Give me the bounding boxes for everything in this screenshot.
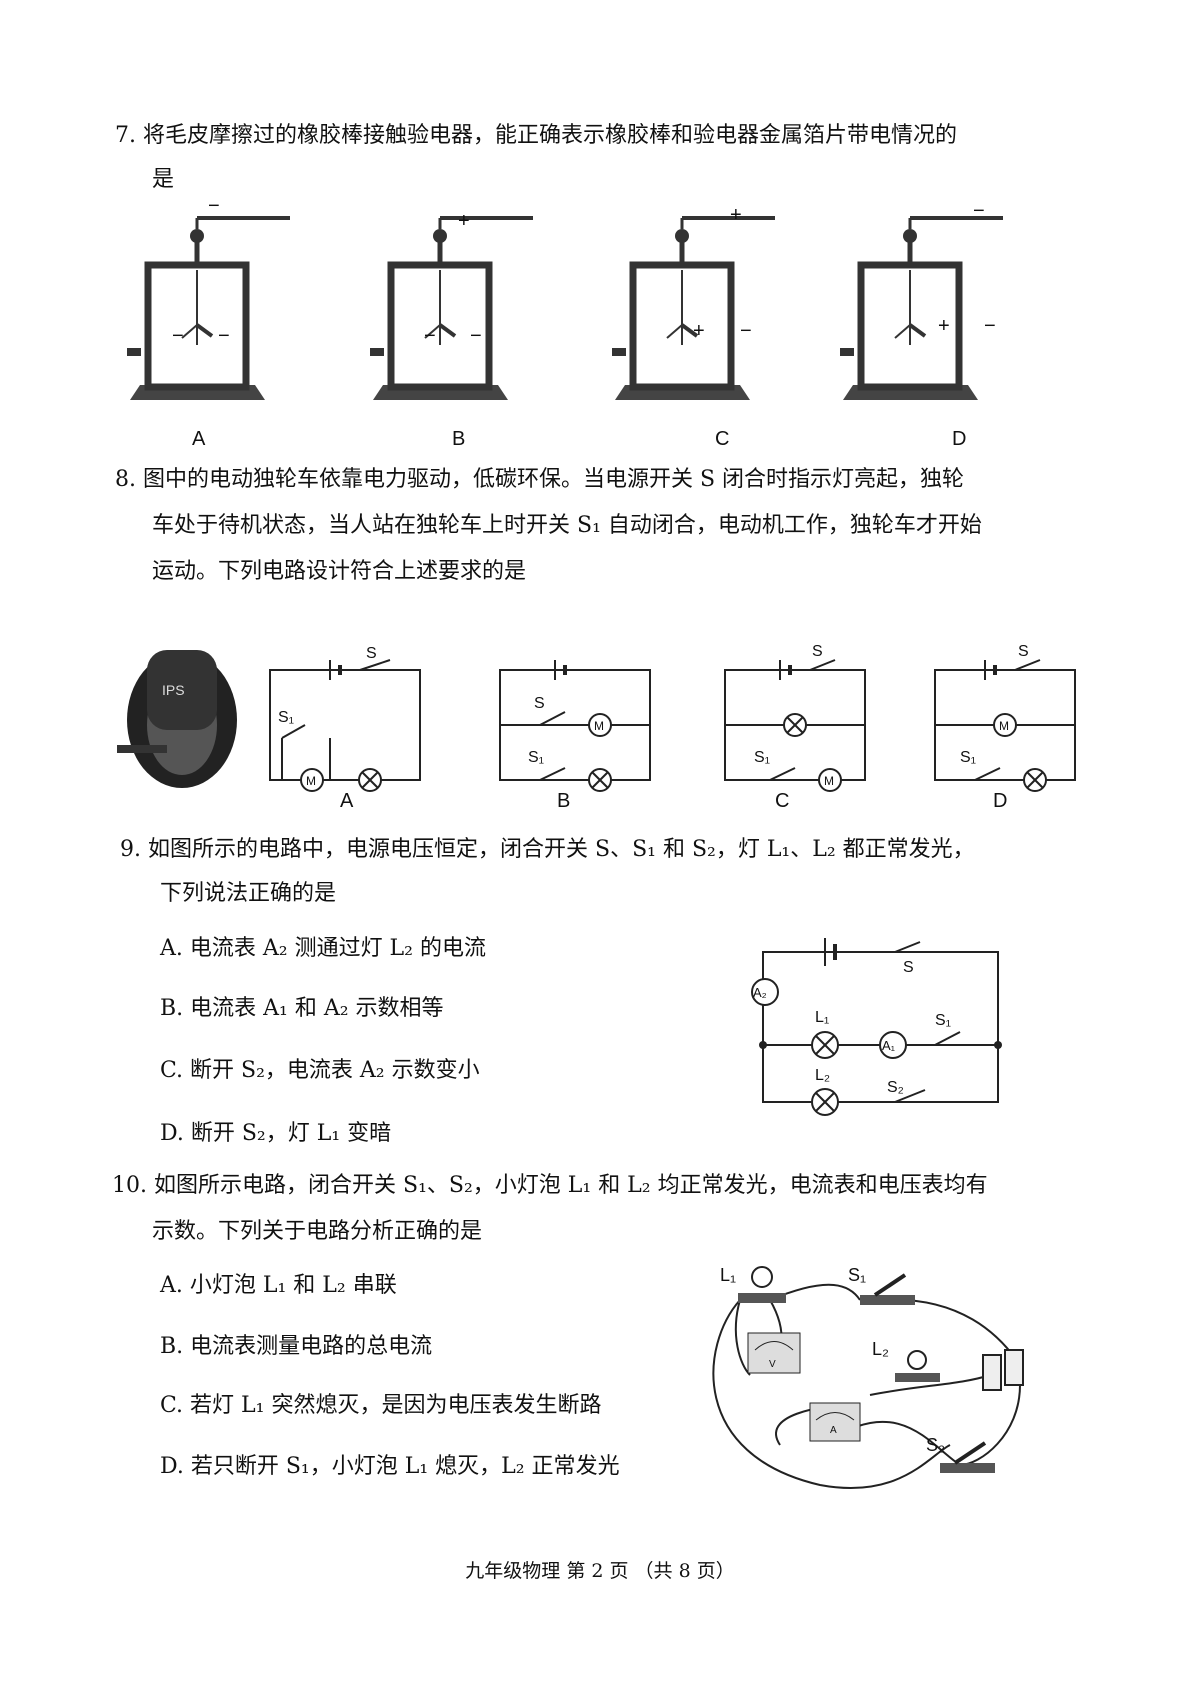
q7-a-right-charge: − (218, 325, 230, 347)
q9-label-s: S (903, 959, 914, 976)
q7-b-left-charge: − (424, 325, 436, 347)
q8-b-motor: M (594, 719, 604, 733)
q10-label-s2: S₂ (926, 1435, 945, 1455)
q9-text-1: 如图所示的电路中，电源电压恒定，闭合开关 S、S₁ 和 S₂，灯 L₁、L₂ 都… (148, 837, 975, 862)
q8-line3: 运动。下列电路设计符合上述要求的是 (152, 559, 527, 584)
unicycle-brand: IPS (162, 682, 185, 698)
q7-b-rod-charge: + (458, 210, 470, 232)
q7-option-d: D (952, 428, 967, 450)
q8-c-s1: S₁ (754, 749, 770, 766)
q9-number: 9. (120, 837, 141, 862)
q7-option-b: B (452, 428, 466, 450)
q7-b-right-charge: − (470, 325, 482, 347)
q10-voltmeter-v: V (769, 1359, 776, 1370)
q9-circuit: S A₂ L₁ A₁ S₁ L₂ S₂ (751, 938, 1002, 1116)
q10-text-1: 如图所示电路，闭合开关 S₁、S₂，小灯泡 L₁ 和 L₂ 均正常发光，电流表和… (154, 1173, 988, 1198)
q7-a-left-charge: − (172, 325, 184, 347)
q9-option-b: B. 电流表 A₁ 和 A₂ 示数相等 (160, 996, 444, 1021)
unicycle-image: IPS (117, 650, 237, 788)
q9-label-l1: L₁ (815, 1009, 829, 1026)
q8-option-c: C (775, 790, 790, 812)
q8-line2: 车处于待机状态，当人站在独轮车上时开关 S₁ 自动闭合，电动机工作，独轮车才开始 (152, 513, 982, 538)
q7-line2: 是 (152, 167, 175, 192)
q8-circuits: S S₁ M S S₁ M S S₁ M S S₁ M (269, 643, 1076, 792)
q9-option-d: D. 断开 S₂，灯 L₁ 变暗 (160, 1121, 392, 1146)
q9-line2: 下列说法正确的是 (160, 881, 337, 906)
q10-number: 10. (112, 1173, 147, 1198)
q9-label-a1: A₁ (882, 1038, 896, 1053)
q9-label-l2: L₂ (815, 1067, 830, 1084)
q10-line2: 示数。下列关于电路分析正确的是 (152, 1219, 483, 1244)
q8-a-s1: S₁ (278, 709, 294, 726)
q8-d-s1: S₁ (960, 749, 976, 766)
q8-d-s: S (1018, 643, 1029, 660)
q7-line1: 7. 将毛皮摩擦过的橡胶棒接触验电器，能正确表示橡胶棒和验电器金属箔片带电情况的 (115, 122, 957, 150)
q9-label-s1: S₁ (935, 1012, 951, 1029)
q8-c-s: S (812, 643, 823, 660)
q9-option-a: A. 电流表 A₂ 测通过灯 L₂ 的电流 (160, 936, 486, 961)
q10-label-s1: S₁ (848, 1265, 866, 1285)
q8-number: 8. (115, 467, 136, 492)
q7-option-c: C (715, 428, 730, 450)
q10-option-d: D. 若只断开 S₁，小灯泡 L₁ 熄灭，L₂ 正常发光 (160, 1454, 620, 1479)
q8-line1: 8. 图中的电动独轮车依靠电力驱动，低碳环保。当电源开关 S 闭合时指示灯亮起，… (115, 466, 964, 494)
q10-label-l2: L₂ (872, 1339, 889, 1359)
q8-b-s1: S₁ (528, 749, 544, 766)
q7-d-right-charge: − (984, 315, 996, 337)
q10-option-b: B. 电流表测量电路的总电流 (160, 1334, 433, 1359)
q8-option-a: A (340, 790, 354, 812)
q9-option-c: C. 断开 S₂，电流表 A₂ 示数变小 (160, 1058, 480, 1083)
q8-a-motor: M (306, 774, 316, 788)
q10-label-l1: L₁ (720, 1265, 736, 1285)
q10-line1: 10. 如图所示电路，闭合开关 S₁、S₂，小灯泡 L₁ 和 L₂ 均正常发光，… (112, 1172, 988, 1200)
q10-ammeter-a: A (830, 1425, 837, 1436)
q8-a-s: S (366, 645, 377, 662)
q8-option-b: B (557, 790, 571, 812)
page-footer: 九年级物理 第 2 页 （共 8 页） (465, 1560, 735, 1582)
q7-d-rod-charge: − (973, 200, 985, 222)
q7-c-right-charge: − (740, 320, 752, 342)
q7-c-left-charge: + (693, 320, 705, 342)
q8-option-d: D (993, 790, 1008, 812)
q7-number: 7. (115, 123, 136, 148)
q8-b-s: S (534, 695, 545, 712)
q8-c-motor: M (824, 774, 834, 788)
q9-line1: 9. 如图所示的电路中，电源电压恒定，闭合开关 S、S₁ 和 S₂，灯 L₁、L… (120, 836, 975, 864)
q10-option-c: C. 若灯 L₁ 突然熄灭，是因为电压表发生断路 (160, 1393, 602, 1418)
q7-text-1: 将毛皮摩擦过的橡胶棒接触验电器，能正确表示橡胶棒和验电器金属箔片带电情况的 (143, 123, 958, 148)
q9-label-a2: A₂ (753, 985, 767, 1000)
q8-d-motor: M (999, 719, 1009, 733)
q7-option-a: A (192, 428, 206, 450)
q10-option-a: A. 小灯泡 L₁ 和 L₂ 串联 (160, 1273, 397, 1298)
q9-label-s2: S₂ (887, 1079, 904, 1096)
q10-physical-circuit: V A L₁ S₁ L₂ S₂ (712, 1265, 1024, 1490)
q7-a-rod-charge: − (208, 195, 220, 217)
q7-c-rod-charge: + (730, 204, 742, 226)
q8-text-1: 图中的电动独轮车依靠电力驱动，低碳环保。当电源开关 S 闭合时指示灯亮起，独轮 (143, 467, 965, 492)
q7-d-left-charge: + (938, 315, 950, 337)
